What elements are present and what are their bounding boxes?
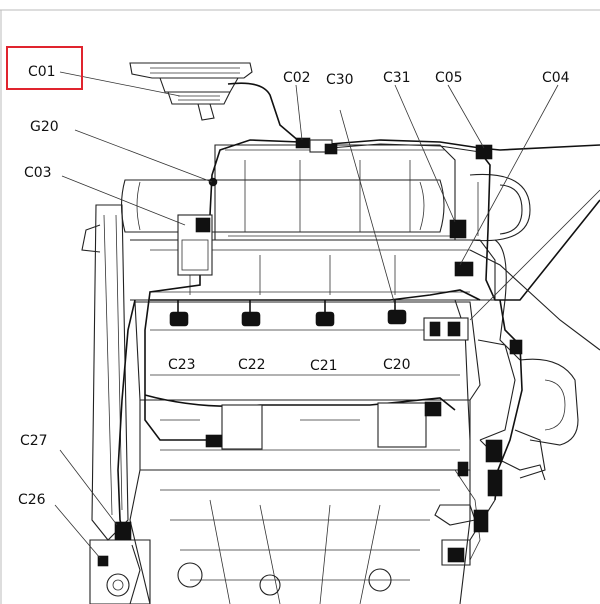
- label-c27: C27: [20, 433, 48, 449]
- label-c20: C20: [383, 357, 411, 373]
- label-c22: C22: [238, 357, 266, 373]
- engine-outline: [81, 62, 579, 604]
- label-c01: C01: [28, 64, 56, 80]
- leader-lines: [54, 71, 600, 559]
- label-c23: C23: [168, 357, 196, 373]
- connectors: [97, 137, 523, 567]
- label-c21: C21: [310, 358, 338, 374]
- label-c31: C31: [383, 70, 411, 86]
- label-c05: C05: [435, 70, 463, 86]
- wiring-harness: [117, 82, 600, 604]
- label-c03: C03: [24, 165, 52, 181]
- label-c04: C04: [542, 70, 570, 86]
- callout-labels: C01 C02 C30 C31 C05 C04 G20 C03 C23 C22 …: [6, 46, 570, 508]
- label-c30: C30: [326, 72, 354, 88]
- label-g20: G20: [30, 119, 59, 135]
- label-c02: C02: [283, 70, 311, 86]
- highlight-box-c01: [6, 46, 83, 90]
- label-c26: C26: [18, 492, 46, 508]
